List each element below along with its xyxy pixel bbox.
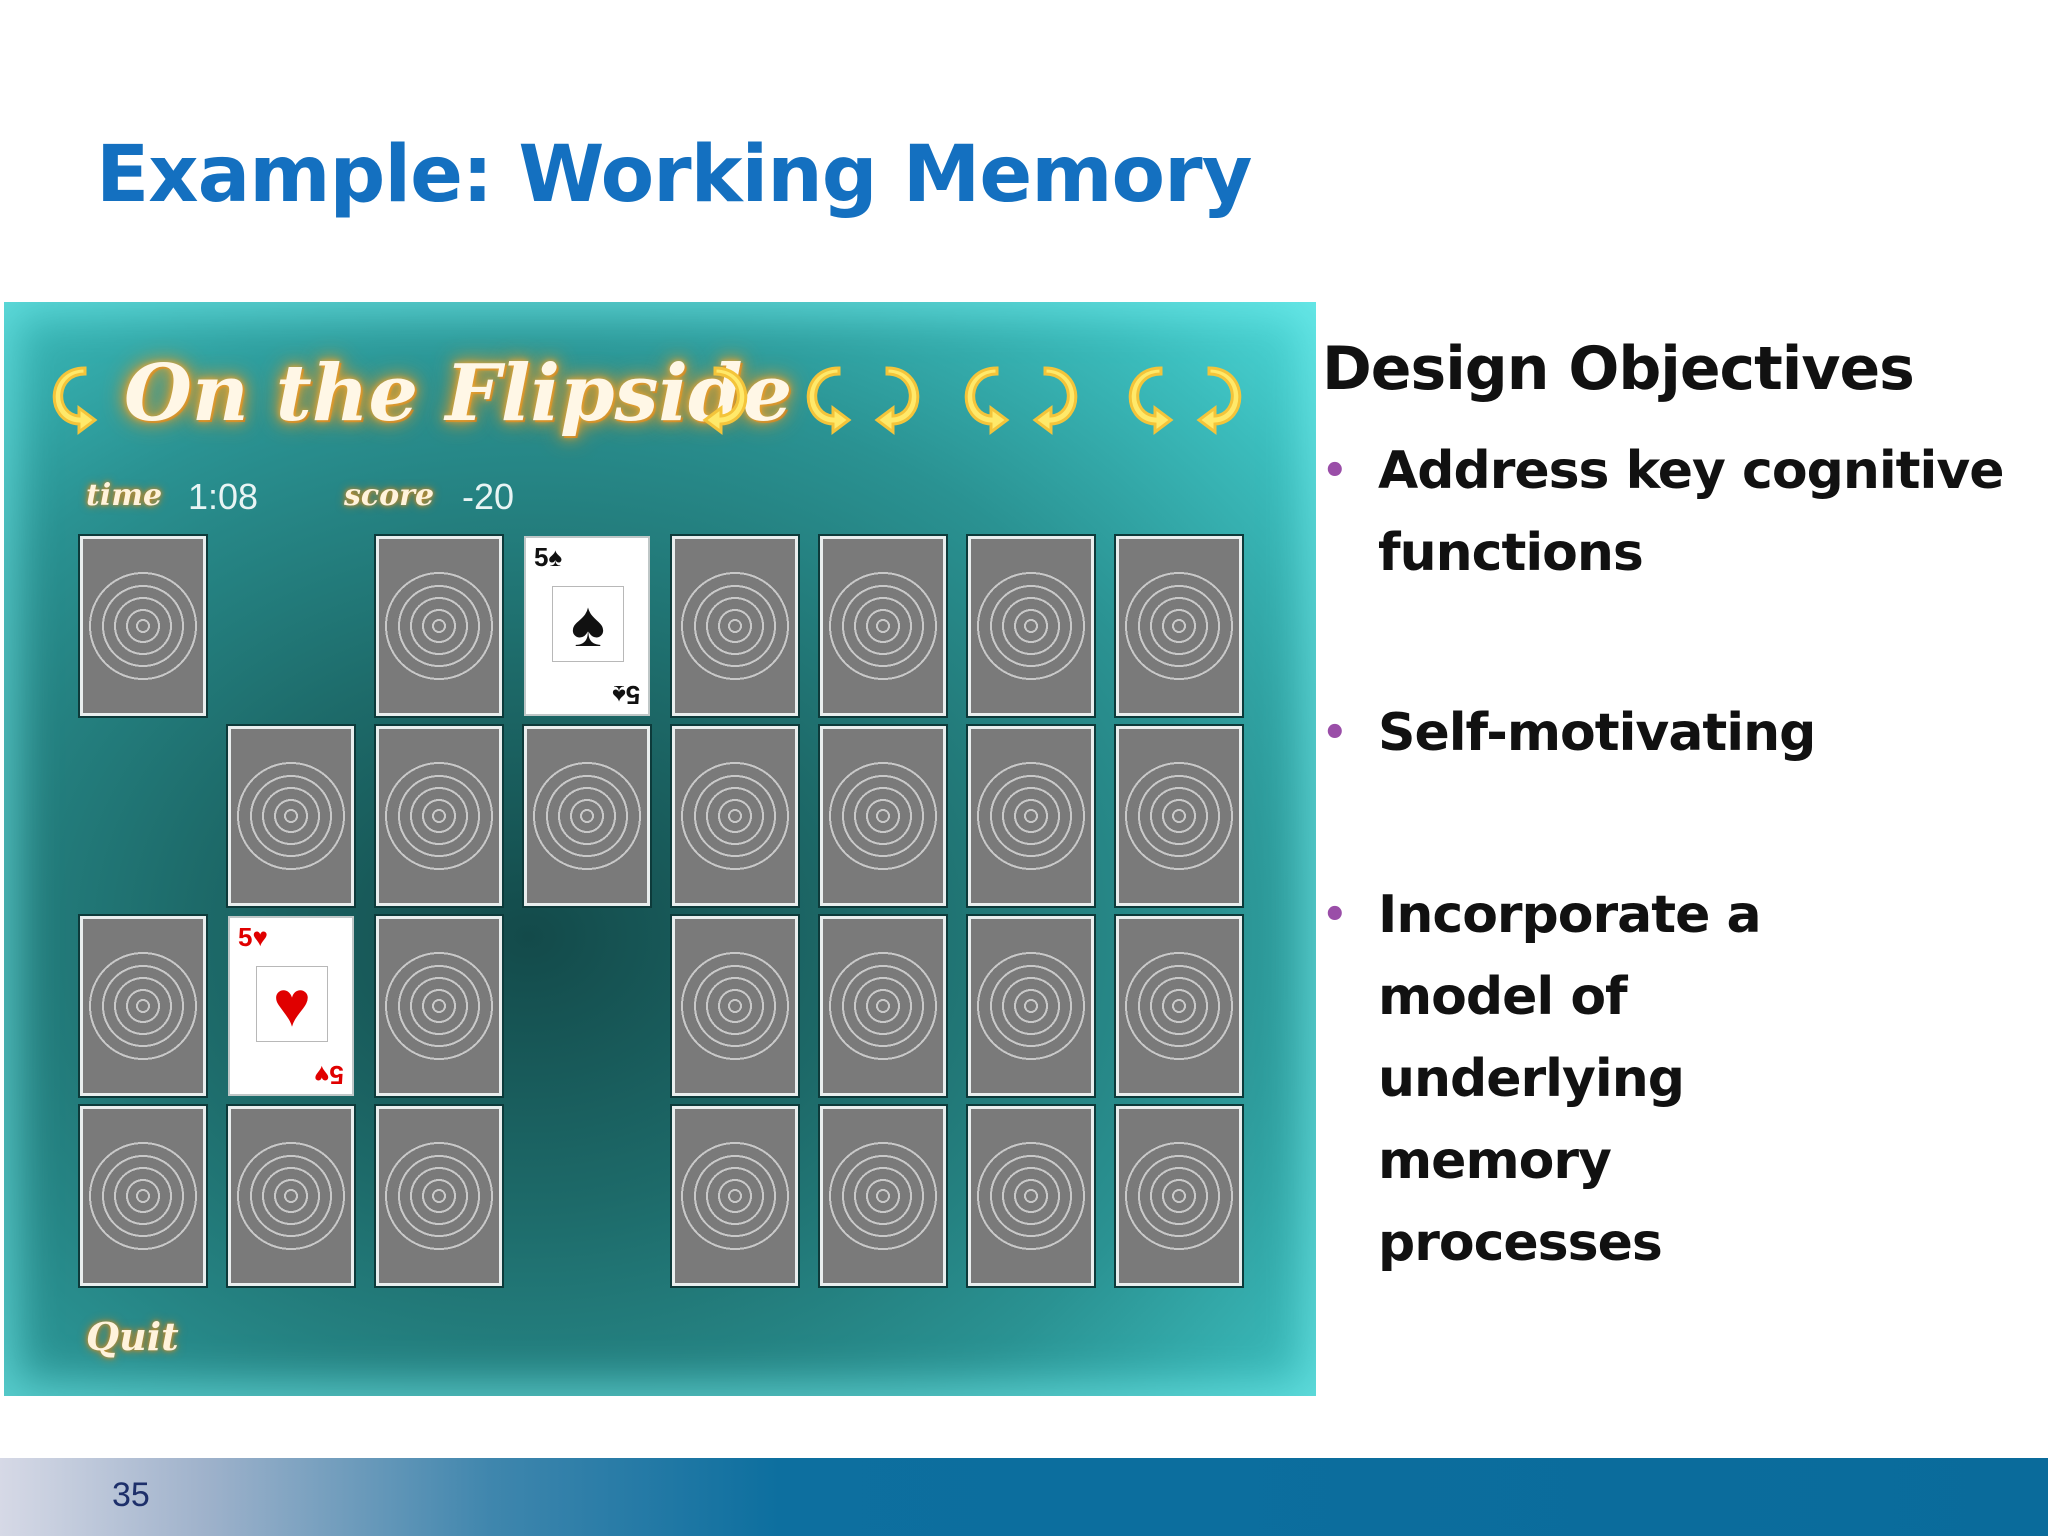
card-back[interactable] bbox=[374, 914, 504, 1098]
score-label: score bbox=[344, 478, 435, 513]
card-back[interactable] bbox=[1114, 534, 1244, 718]
card-back[interactable] bbox=[670, 724, 800, 908]
curved-arrow-icon bbox=[702, 366, 748, 435]
bullet-icon: • bbox=[1322, 710, 1348, 756]
game-logo: On the Flipside bbox=[124, 348, 793, 439]
card-face-five-of-hearts[interactable]: 5♥ ♥ 5♥ bbox=[228, 916, 354, 1096]
card-back[interactable] bbox=[966, 534, 1096, 718]
curved-arrow-icon bbox=[964, 366, 1010, 435]
card-back[interactable] bbox=[966, 1104, 1096, 1288]
card-rank: 5♠ bbox=[534, 542, 563, 572]
card-back[interactable] bbox=[1114, 1104, 1244, 1288]
slide-title: Example: Working Memory bbox=[96, 130, 1252, 220]
objective-text: Incorporate a model of underlying memory… bbox=[1378, 885, 1762, 1273]
heart-icon: ♥ bbox=[256, 966, 328, 1042]
card-rank-inverted: 5♥ bbox=[314, 1060, 344, 1090]
card-back[interactable] bbox=[966, 914, 1096, 1098]
card-rank-inverted: 5♠ bbox=[611, 680, 640, 710]
card-rank: 5♥ bbox=[238, 922, 268, 952]
card-back[interactable] bbox=[78, 914, 208, 1098]
objective-item: • Self-motivating bbox=[1322, 692, 2038, 774]
curved-arrow-icon bbox=[1196, 366, 1242, 435]
curved-arrow-icon bbox=[806, 366, 852, 435]
card-back[interactable] bbox=[78, 534, 208, 718]
page-number: 35 bbox=[112, 1476, 150, 1514]
card-back[interactable] bbox=[374, 1104, 504, 1288]
quit-button[interactable]: Quit bbox=[86, 1314, 179, 1359]
card-back[interactable] bbox=[78, 1104, 208, 1288]
card-face-five-of-spades[interactable]: 5♠ ♠ 5♠ bbox=[524, 536, 650, 716]
time-value: 1:08 bbox=[188, 476, 259, 517]
card-back[interactable] bbox=[818, 724, 948, 908]
bullet-icon: • bbox=[1322, 892, 1348, 938]
card-back[interactable] bbox=[522, 724, 652, 908]
time-label: time bbox=[86, 478, 163, 513]
footer-bar: 35 bbox=[0, 1458, 2048, 1536]
curved-arrow-icon bbox=[1128, 366, 1174, 435]
design-objectives: Design Objectives • Address key cognitiv… bbox=[1322, 334, 2042, 1273]
curved-arrow-icon bbox=[1032, 366, 1078, 435]
card-back[interactable] bbox=[818, 1104, 948, 1288]
objectives-heading: Design Objectives bbox=[1322, 334, 1915, 404]
objective-item: • Incorporate a model of underlying memo… bbox=[1322, 874, 1798, 1284]
card-back[interactable] bbox=[966, 724, 1096, 908]
card-back[interactable] bbox=[226, 724, 356, 908]
card-back[interactable] bbox=[1114, 914, 1244, 1098]
card-back[interactable] bbox=[374, 534, 504, 718]
card-back[interactable] bbox=[226, 1104, 356, 1288]
objective-text: Self-motivating bbox=[1378, 703, 1816, 763]
card-back[interactable] bbox=[818, 914, 948, 1098]
objective-item: • Address key cognitive functions bbox=[1322, 430, 2038, 594]
card-back[interactable] bbox=[1114, 724, 1244, 908]
card-back[interactable] bbox=[818, 534, 948, 718]
card-back[interactable] bbox=[670, 534, 800, 718]
curved-arrow-icon bbox=[874, 366, 920, 435]
game-header: On the Flipside bbox=[4, 342, 1316, 452]
objective-text: Address key cognitive functions bbox=[1378, 441, 2005, 583]
curved-arrow-icon bbox=[52, 366, 98, 435]
bullet-icon: • bbox=[1322, 448, 1348, 494]
game-screenshot: On the Flipside time 1:08 score -20 5♠ ♠… bbox=[4, 302, 1316, 1396]
card-back[interactable] bbox=[374, 724, 504, 908]
card-back[interactable] bbox=[670, 1104, 800, 1288]
card-back[interactable] bbox=[670, 914, 800, 1098]
spade-icon: ♠ bbox=[552, 586, 624, 662]
score-value: -20 bbox=[462, 476, 515, 517]
